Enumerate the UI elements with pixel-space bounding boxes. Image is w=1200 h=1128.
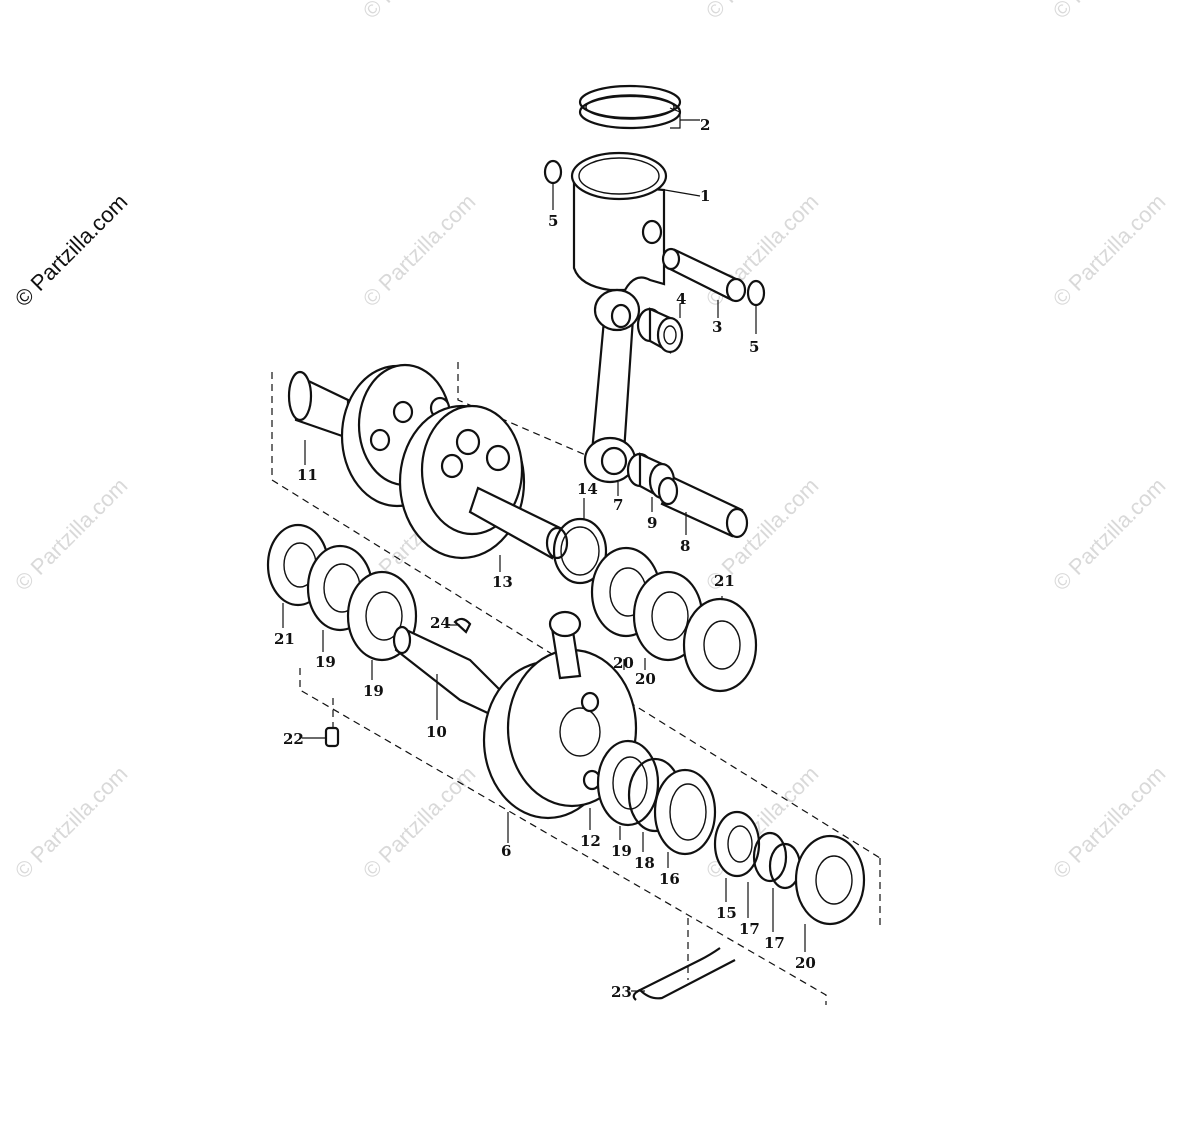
right-oil-seal — [682, 597, 758, 693]
piston-pin — [661, 247, 747, 303]
watermark: © Partzilla.com — [358, 189, 481, 312]
callout-20: 20 — [795, 954, 816, 972]
circlip — [746, 279, 766, 307]
callout-18: 18 — [634, 854, 655, 872]
callout-13: 13 — [492, 573, 513, 591]
watermark-main: © Partzilla.com — [10, 189, 133, 312]
callout-10: 10 — [426, 723, 447, 741]
watermark: © Partzilla.com — [10, 761, 133, 884]
callout-21: 21 — [714, 572, 735, 590]
callout-19: 19 — [315, 653, 336, 671]
crank-pin — [657, 476, 749, 539]
watermark: © Partzilla.com — [10, 473, 133, 596]
center-seal — [653, 768, 717, 856]
circlip — [543, 159, 563, 185]
callout-20: 20 — [613, 654, 634, 672]
watermark: © Partzilla.com — [1048, 0, 1171, 24]
watermark: © Partzilla.com — [701, 0, 824, 24]
callout-4: 4 — [676, 290, 686, 308]
watermark: © Partzilla.com — [1048, 761, 1171, 884]
callouts: 2 1 5 4 3 5 11 14 7 9 8 13 21 21 24 20 2… — [274, 116, 816, 1001]
callout-20: 20 — [635, 670, 656, 688]
callout-19: 19 — [611, 842, 632, 860]
callout-8: 8 — [680, 537, 690, 555]
piston — [570, 151, 668, 292]
watermark: © Partzilla.com — [1048, 189, 1171, 312]
retaining-ring — [638, 947, 736, 1000]
woodruff-key — [453, 617, 472, 634]
end-bearing — [794, 834, 866, 926]
callout-5: 5 — [548, 212, 558, 230]
watermark: © Partzilla.com — [358, 0, 481, 24]
callout-12: 12 — [580, 832, 601, 850]
callout-3: 3 — [712, 318, 722, 336]
callout-2: 2 — [700, 116, 710, 134]
callout-6: 6 — [501, 842, 511, 860]
watermark: © Partzilla.com — [358, 761, 481, 884]
center-bearing — [596, 739, 660, 827]
callout-23: 23 — [611, 983, 632, 1001]
watermark: © Partzilla.com — [1048, 473, 1171, 596]
thrust-washer — [552, 517, 608, 585]
piston-rings — [578, 84, 682, 130]
callout-1: 1 — [700, 187, 710, 205]
callout-17: 17 — [739, 920, 760, 938]
callout-21: 21 — [274, 630, 295, 648]
callout-22: 22 — [283, 730, 304, 748]
callout-7: 7 — [613, 496, 623, 514]
callout-9: 9 — [647, 514, 657, 532]
callout-14: 14 — [577, 480, 598, 498]
leader-lines — [282, 107, 806, 992]
callout-5: 5 — [749, 338, 759, 356]
assembly-guide-lines — [271, 362, 881, 1005]
snap-ring — [752, 831, 788, 883]
connecting-rod — [583, 288, 641, 484]
callout-11: 11 — [297, 466, 318, 484]
labyrinth-seal — [713, 810, 761, 878]
callout-16: 16 — [659, 870, 680, 888]
callout-19: 19 — [363, 682, 384, 700]
callout-24: 24 — [430, 614, 451, 632]
crank-half-flywheel — [398, 404, 569, 560]
small-end-bearing — [636, 307, 684, 354]
callout-17: 17 — [764, 934, 785, 952]
dowel-pin — [324, 726, 340, 748]
callout-15: 15 — [716, 904, 737, 922]
